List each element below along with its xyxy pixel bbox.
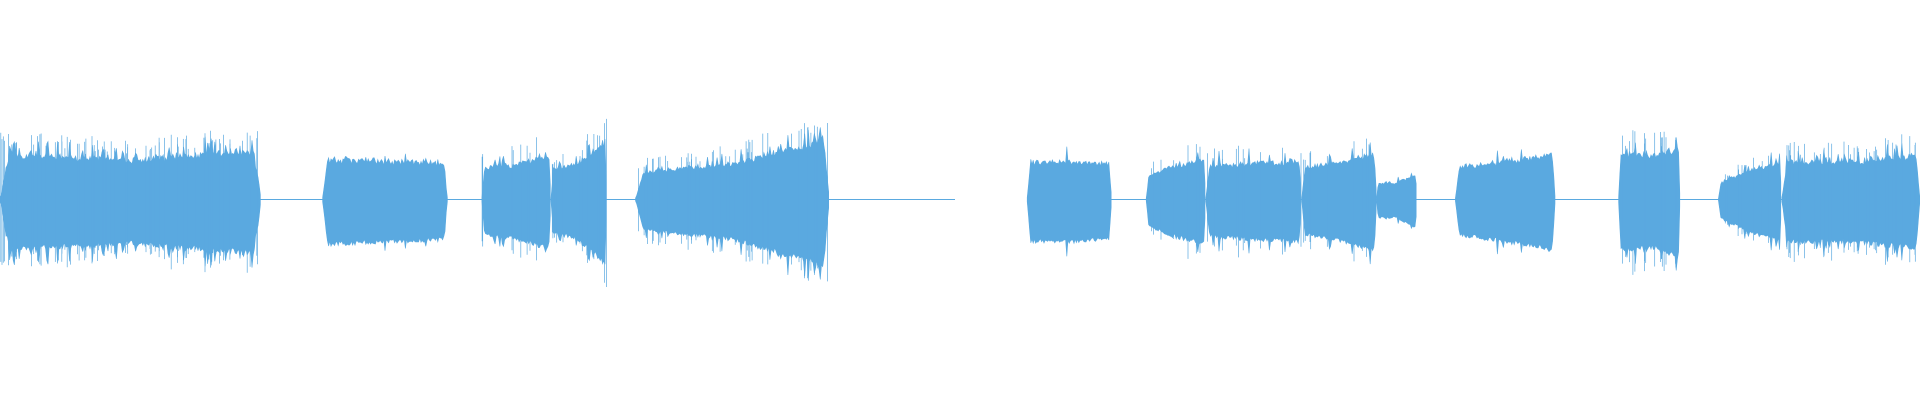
waveform-segment bbox=[1205, 148, 1301, 254]
waveform-segment bbox=[1618, 137, 1681, 271]
waveform-segment bbox=[1301, 142, 1377, 265]
waveform-segment bbox=[481, 152, 551, 253]
waveform-segment bbox=[1376, 172, 1417, 230]
waveform-segment bbox=[1026, 146, 1112, 257]
waveform-segment bbox=[0, 136, 261, 268]
waveform-segment bbox=[1781, 143, 1920, 262]
waveform-segment bbox=[635, 127, 829, 281]
waveform-regions bbox=[0, 118, 1920, 287]
waveform-segment bbox=[322, 153, 448, 251]
waveform-segment bbox=[1455, 149, 1556, 255]
